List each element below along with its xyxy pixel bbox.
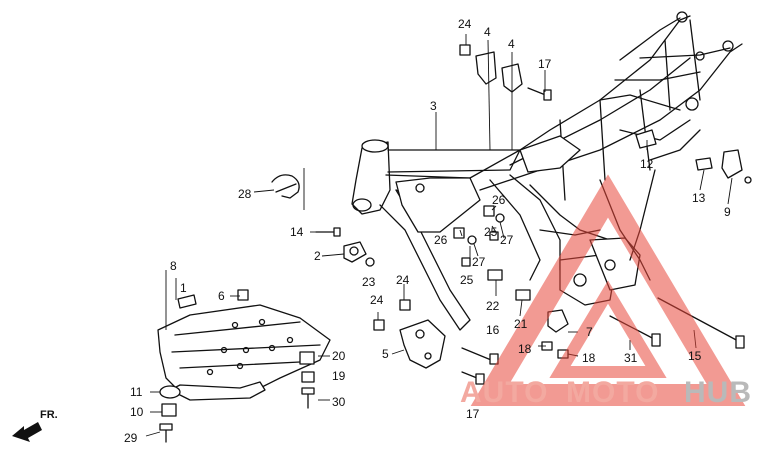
bracket-4-a	[475, 51, 497, 85]
callout-19: 19	[332, 369, 346, 383]
callout-21: 21	[514, 317, 528, 331]
collar-19	[301, 371, 315, 383]
callout-27-b: 27	[500, 233, 514, 247]
collar-12	[635, 129, 657, 149]
callout-30: 30	[332, 395, 346, 409]
rubber-11	[159, 385, 181, 399]
callout-15: 15	[688, 349, 702, 363]
nut-23	[365, 257, 375, 267]
nut-25-b	[489, 231, 499, 241]
callout-4-b: 4	[508, 37, 515, 51]
callout-31: 31	[624, 351, 638, 365]
callout-18-b: 18	[582, 351, 596, 365]
bolt-29	[159, 423, 173, 443]
connector-9	[721, 149, 752, 184]
callout-3: 3	[430, 99, 437, 113]
callout-29: 29	[124, 431, 138, 445]
front-direction-arrow-icon	[12, 422, 42, 442]
callout-24-c: 24	[370, 293, 384, 307]
nut-24-b	[373, 319, 385, 331]
watermark-text-hub: HUB	[684, 376, 752, 409]
collar-10	[161, 403, 177, 417]
front-direction-label: FR.	[40, 409, 58, 421]
callout-9: 9	[724, 205, 731, 219]
washer-27-a	[467, 235, 477, 245]
callout-8: 8	[170, 259, 177, 273]
nut-24-c	[459, 44, 471, 56]
hose-clip	[271, 174, 300, 199]
bolt-14	[315, 227, 341, 237]
callout-26-a: 26	[434, 233, 448, 247]
rubber-pad	[177, 294, 197, 309]
watermark-text-moto: MOTO	[566, 376, 659, 409]
skid-plate	[157, 304, 331, 401]
bolt-30	[301, 387, 315, 409]
nut-25-a	[461, 257, 471, 267]
callout-4-a: 4	[484, 25, 491, 39]
callout-27-a: 27	[472, 255, 486, 269]
callouts: 1 2 3 4 4 5 6 7 8 9 10 11 12 13 14 15 16…	[124, 17, 731, 445]
callout-18-a: 18	[518, 342, 532, 356]
callout-24-b: 24	[396, 273, 410, 287]
callout-26-b: 26	[492, 193, 506, 207]
callout-1: 1	[180, 281, 187, 295]
washer-27-b	[495, 213, 505, 223]
collar-26-b	[483, 205, 495, 217]
callout-16: 16	[486, 323, 500, 337]
rubber-20	[299, 351, 315, 365]
collar-21	[515, 289, 531, 301]
bolt-17-top	[527, 87, 552, 101]
engine-hanger-bracket	[399, 319, 446, 369]
callout-10: 10	[130, 405, 144, 419]
bolt-16	[461, 347, 499, 365]
callout-23: 23	[362, 275, 376, 289]
collar-22	[487, 269, 503, 281]
callout-17-a: 17	[538, 57, 552, 71]
bracket-7	[547, 309, 569, 333]
callout-20: 20	[332, 349, 346, 363]
callout-11: 11	[130, 385, 143, 399]
collar-26-a	[453, 227, 465, 239]
callout-25-b: 25	[460, 273, 474, 287]
bolt-17-lower	[461, 371, 485, 385]
callout-17-b: 17	[466, 407, 480, 421]
watermark-text-auto: AUTO	[460, 376, 548, 409]
collar	[237, 289, 249, 301]
callout-13: 13	[692, 191, 706, 205]
callout-12: 12	[640, 157, 654, 171]
callout-24-a: 24	[458, 17, 472, 31]
callout-25-a: 25	[484, 225, 498, 239]
callout-2: 2	[314, 249, 321, 263]
watermark-logo	[470, 174, 746, 406]
callout-22: 22	[486, 299, 500, 313]
nut-24-a	[399, 299, 411, 311]
clamp	[343, 241, 367, 263]
callout-5: 5	[382, 347, 389, 361]
callout-6: 6	[218, 289, 225, 303]
cap-13	[695, 157, 713, 171]
callout-28: 28	[238, 187, 252, 201]
callout-7: 7	[586, 325, 593, 339]
callout-14: 14	[290, 225, 304, 239]
